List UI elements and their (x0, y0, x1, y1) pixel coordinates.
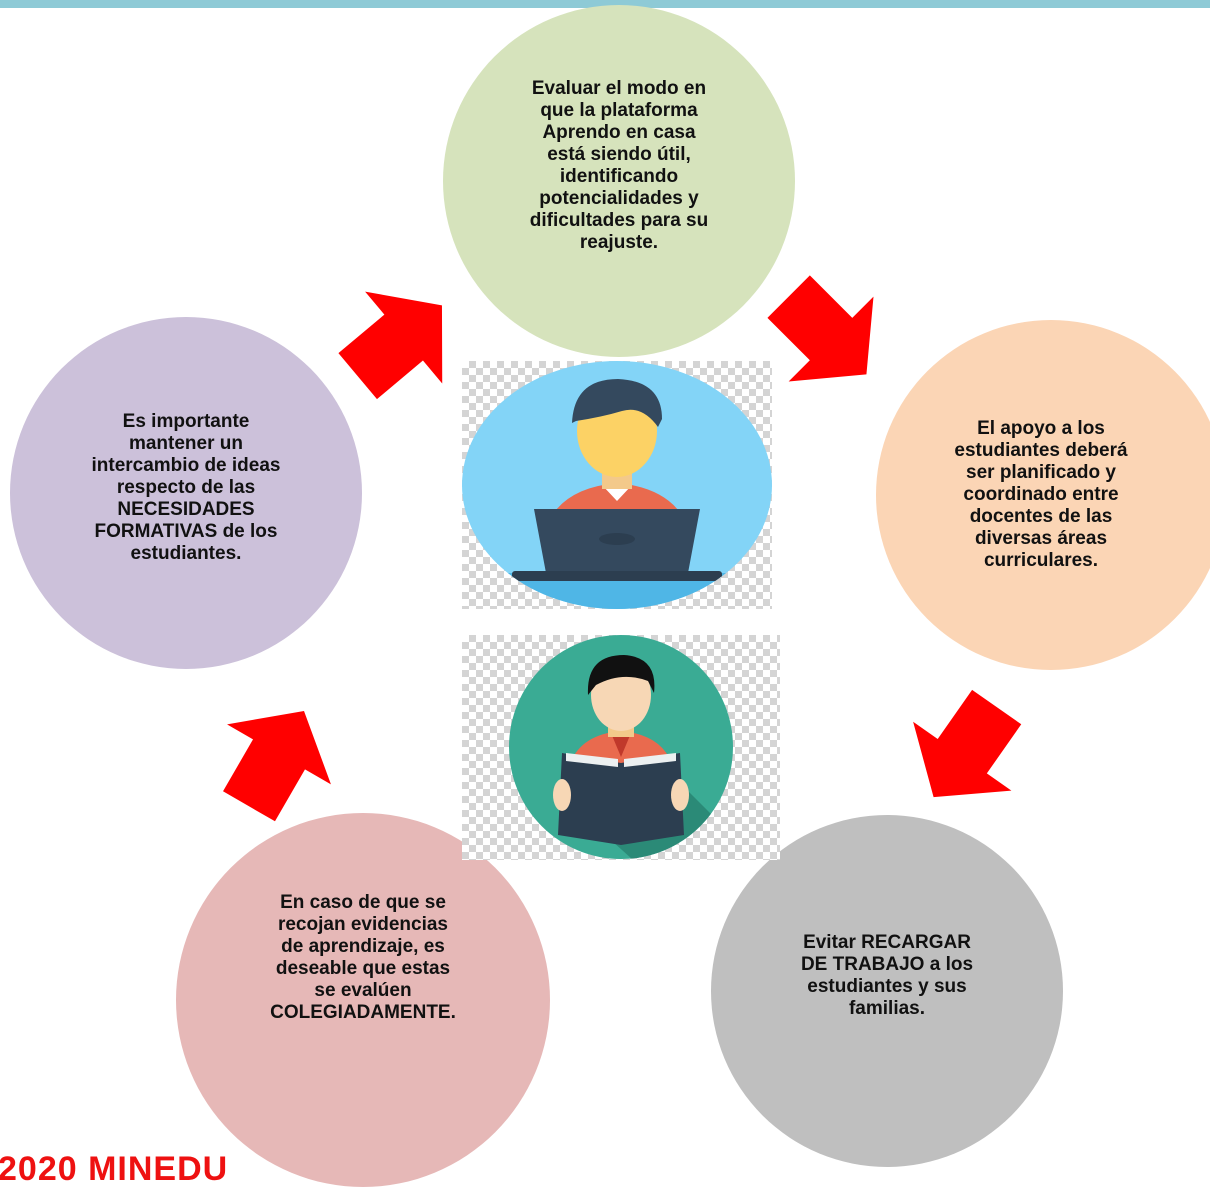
cycle-text-evidence: En caso de que se recojan evidencias de … (270, 891, 456, 1023)
student-image (462, 635, 780, 860)
arrow-icon (913, 689, 1022, 798)
cycle-circle-evaluate: Evaluar el modo en que la plataforma Apr… (443, 5, 795, 357)
arrow-icon (338, 291, 443, 400)
top-accent-bar (0, 0, 1210, 8)
cycle-text-evaluate: Evaluar el modo en que la plataforma Apr… (529, 78, 709, 253)
cycle-circle-avoid-overload: Evitar RECARGAR DE TRABAJO a los estudia… (711, 815, 1063, 1167)
footer-credit: 2020 MINEDU (0, 1150, 229, 1188)
cycle-circle-evidence: En caso de que se recojan evidencias de … (176, 813, 550, 1187)
teacher-image (462, 361, 772, 609)
cycle-circle-support: El apoyo a los estudiantes deberá ser pl… (876, 320, 1210, 670)
cycle-text-avoid-overload: Evitar RECARGAR DE TRABAJO a los estudia… (800, 932, 974, 1019)
arrow-icon (767, 275, 874, 382)
arrow-icon (223, 711, 331, 822)
student-reading-icon (509, 635, 733, 859)
cycle-text-needs: Es importante mantener un intercambio de… (91, 411, 281, 564)
cycle-text-support: El apoyo a los estudiantes deberá ser pl… (954, 418, 1128, 571)
cycle-circle-needs: Es importante mantener un intercambio de… (10, 317, 362, 669)
teacher-laptop-icon (462, 361, 772, 609)
